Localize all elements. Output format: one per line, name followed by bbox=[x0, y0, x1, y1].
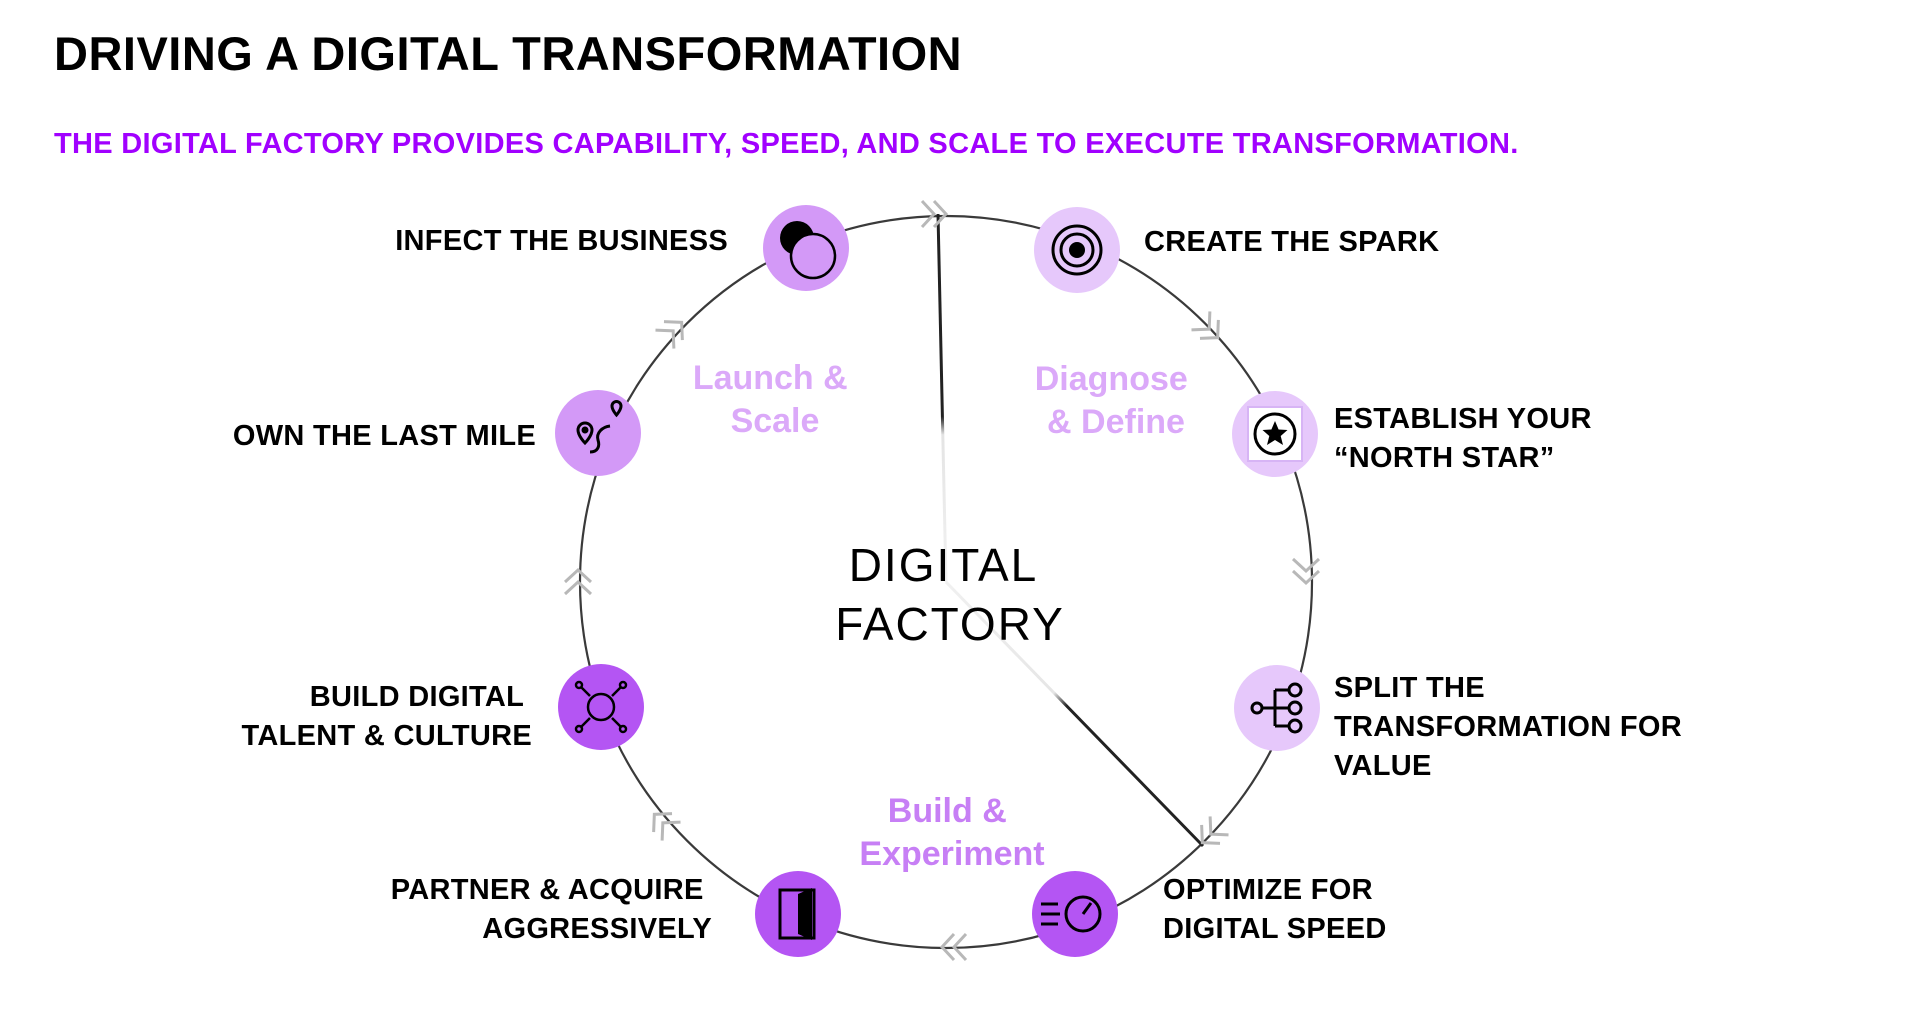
star-icon bbox=[1247, 406, 1303, 462]
step-own-last-mile: OWN THE LAST MILE bbox=[233, 390, 641, 476]
step-label: BUILD DIGITAL TALENT & CULTURE bbox=[242, 681, 532, 752]
people-network-icon bbox=[574, 680, 628, 734]
step-label: PARTNER & ACQUIRE AGGRESSIVELY bbox=[391, 874, 712, 945]
step-label: SPLIT THE TRANSFORMATION FOR VALUE bbox=[1334, 672, 1690, 782]
step-label: OWN THE LAST MILE bbox=[233, 420, 536, 452]
target-icon bbox=[1051, 224, 1103, 276]
flow-chevron bbox=[939, 932, 968, 962]
door-icon bbox=[778, 888, 816, 940]
step-create-the-spark: CREATE THE SPARK bbox=[1034, 207, 1439, 293]
phase-diagnose-define: Diagnose & Define bbox=[1035, 360, 1198, 441]
step-split-transformation: SPLIT THE TRANSFORMATION FOR VALUE bbox=[1234, 665, 1690, 782]
step-establish-north-star: ESTABLISH YOUR “NORTH STAR” bbox=[1232, 391, 1600, 477]
flow-chevron bbox=[1191, 311, 1220, 340]
step-label: INFECT THE BUSINESS bbox=[395, 225, 728, 257]
divider-top bbox=[936, 213, 948, 583]
flow-chevron bbox=[1200, 816, 1229, 845]
step-label: ESTABLISH YOUR “NORTH STAR” bbox=[1334, 403, 1600, 474]
network-split-icon bbox=[1250, 682, 1303, 734]
center-label: DIGITAL FACTORY bbox=[835, 539, 1065, 650]
step-label: CREATE THE SPARK bbox=[1144, 226, 1439, 258]
flow-chevron bbox=[920, 199, 949, 229]
flow-chevron bbox=[652, 812, 681, 841]
phase-launch-scale: Launch & Scale bbox=[693, 359, 857, 440]
flow-chevron bbox=[1291, 557, 1321, 586]
flow-chevron bbox=[563, 567, 593, 596]
step-infect-business: INFECT THE BUSINESS bbox=[395, 205, 849, 291]
step-optimize-speed: OPTIMIZE FOR DIGITAL SPEED bbox=[1032, 871, 1387, 957]
step-partner-acquire: PARTNER & ACQUIRE AGGRESSIVELY bbox=[391, 871, 841, 957]
phase-build-experiment: Build & Experiment bbox=[859, 792, 1044, 873]
overlapping-circles-icon bbox=[780, 221, 837, 280]
page-title: DRIVING A DIGITAL TRANSFORMATION bbox=[54, 27, 963, 80]
page-subtitle: THE DIGITAL FACTORY PROVIDES CAPABILITY,… bbox=[54, 128, 1519, 160]
speedometer-icon bbox=[1041, 895, 1102, 933]
divider-diagonal bbox=[944, 580, 1205, 848]
flow-chevron bbox=[655, 320, 684, 349]
step-build-talent-culture: BUILD DIGITAL TALENT & CULTURE bbox=[242, 664, 644, 752]
step-label: OPTIMIZE FOR DIGITAL SPEED bbox=[1163, 874, 1387, 945]
route-pin-icon bbox=[576, 400, 623, 454]
